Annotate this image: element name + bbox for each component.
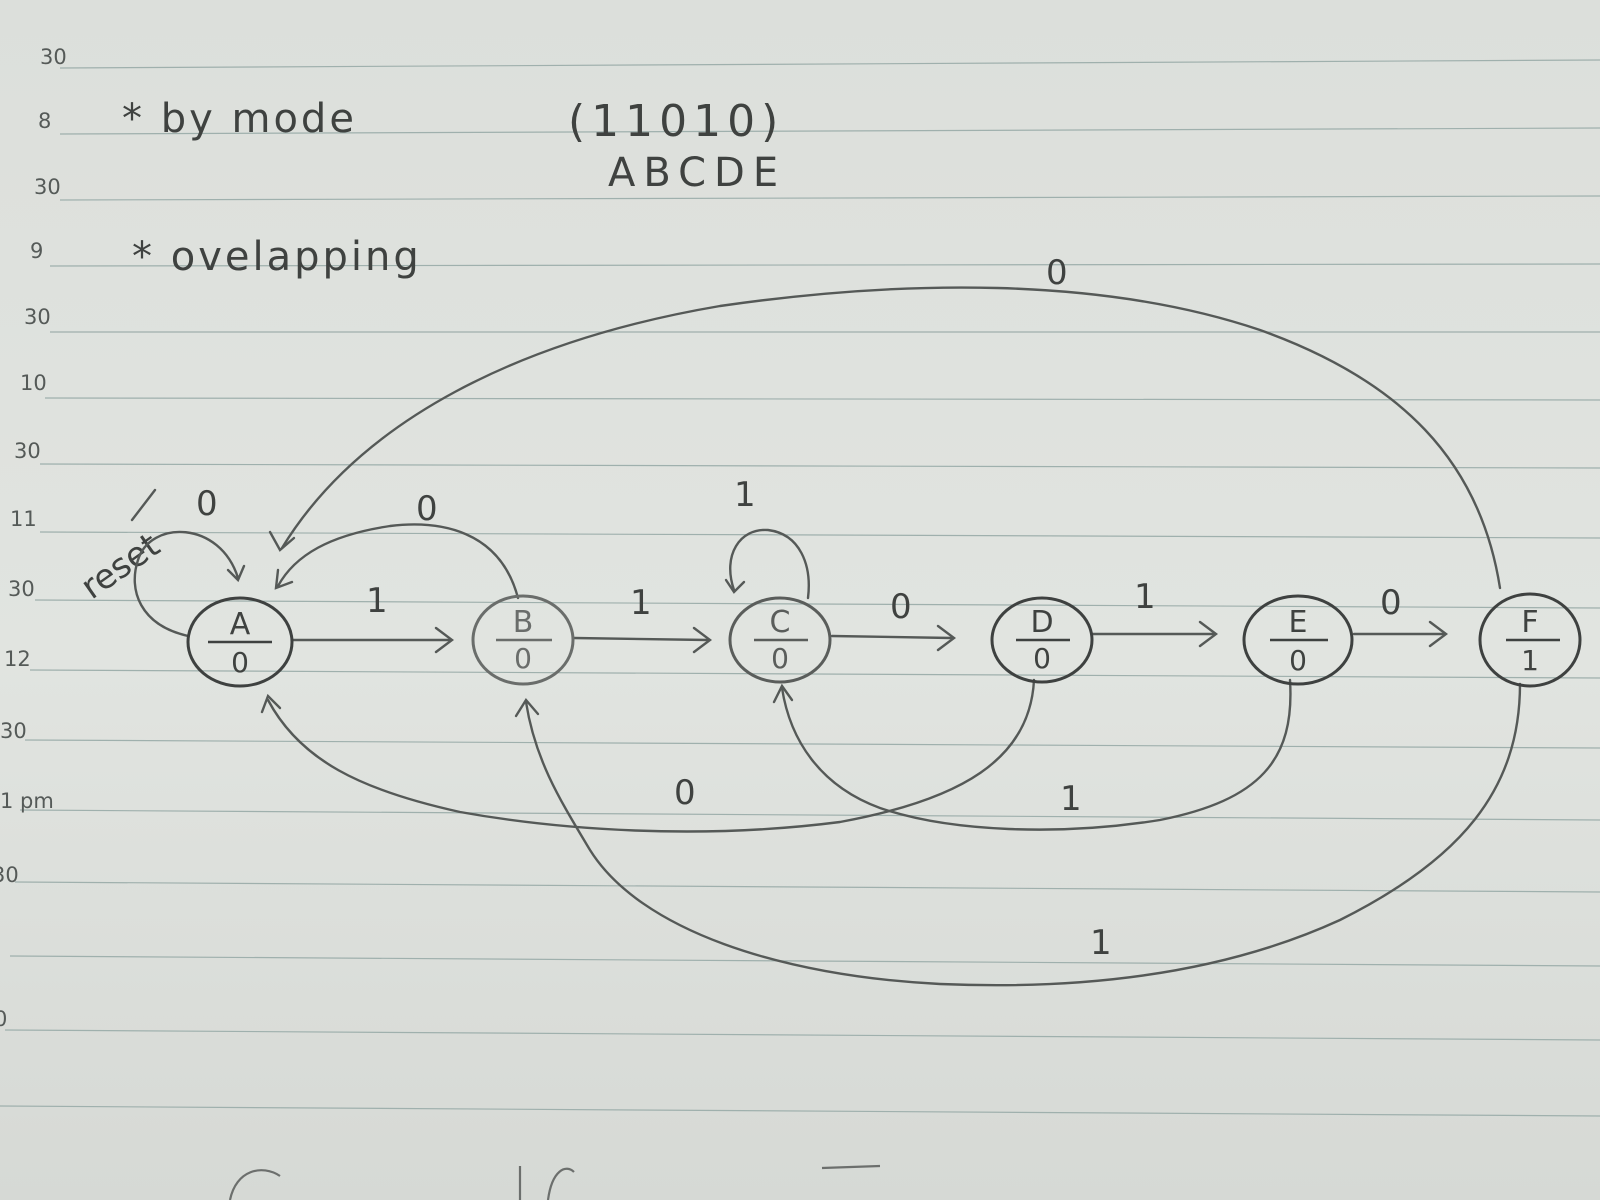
state-output: 0 [231,646,249,679]
state-e: E 0 [1242,594,1354,686]
state-b: B 0 [471,594,575,686]
state-name: E [1289,605,1308,640]
state-name: A [230,607,251,642]
label-c-self: 1 [734,475,756,515]
reset-arrow [130,488,157,522]
state-circle [1242,594,1354,686]
arrowhead [724,578,746,594]
label-f-b: 1 [1090,923,1112,963]
note-by-mode: * by mode [122,96,357,142]
state-output: 0 [514,642,532,675]
margin-time-label: 1 pm [0,789,54,813]
arrowhead [692,626,712,654]
label-c-d: 0 [890,587,912,627]
state-f: F 1 [1478,592,1582,688]
label-f-a: 0 [1046,253,1068,293]
margin-time-label: 30 [24,305,51,329]
state-circle [186,596,294,688]
label-b-a: 0 [416,489,438,529]
arrowhead [226,564,246,583]
reset-label: reset [74,525,167,607]
state-circle [471,594,575,686]
margin-time-label: 30 [14,439,41,463]
edge-b-c [572,636,710,642]
arrowhead [514,697,540,718]
edge-a-self [133,530,240,638]
label-e-f: 0 [1380,583,1402,623]
state-circle [1478,592,1582,688]
state-name: D [1030,605,1053,640]
state-name: B [513,605,534,640]
state-output: 1 [1521,644,1539,677]
sequence-letters: ABCDE [608,150,786,196]
state-a: A 0 [186,596,294,688]
arrowhead [936,624,956,652]
margin-time-label: 9 [30,239,43,263]
label-e-c: 1 [1060,779,1082,819]
arrowhead [434,626,454,654]
edge-d-a [266,678,1036,833]
margin-time-label: 8 [38,109,51,133]
arrowhead [1198,620,1218,648]
edge-f-a [280,286,1502,590]
bottom-scribble [821,1164,881,1170]
margin-time-label: 11 [10,507,37,531]
arrowhead [268,530,296,552]
edge-f-b [524,682,1522,987]
margin-time-label: 30 [34,175,61,199]
bottom-scribble [518,1166,575,1200]
margin-time-labels: 30 8 30 9 30 10 30 11 30 12 30 1 pm 30 0 [0,45,67,1031]
state-circle [728,596,832,684]
label-a-self: 0 [196,484,218,524]
sequence-bits: (11010) [568,96,784,147]
edge-c-d [830,634,954,640]
label-b-c: 1 [630,583,652,623]
state-c: C 0 [728,596,832,684]
state-output: 0 [1289,644,1307,677]
state-name: C [770,605,791,640]
state-output: 0 [771,642,789,675]
state-output: 0 [1033,642,1051,675]
label-a-b: 1 [366,581,388,621]
margin-time-label: 30 [0,719,27,743]
label-d-a: 0 [674,773,696,813]
margin-time-label: 10 [20,371,47,395]
state-d: D 0 [990,596,1094,684]
margin-time-label: 30 [0,863,19,887]
edge-c-self [729,528,810,600]
edge-e-c [780,678,1292,831]
arrowhead [260,693,282,714]
note-overlapping: * ovelapping [132,234,422,280]
label-d-e: 1 [1134,577,1156,617]
arrowhead [274,568,294,590]
arrowhead [1428,620,1448,648]
margin-time-label: 12 [4,647,31,671]
ruled-lines [0,59,1600,1117]
margin-time-label: 30 [8,577,35,601]
arrowhead [772,683,794,704]
state-circle [990,596,1094,684]
margin-time-label: 30 [40,45,67,69]
bottom-scribble [228,1169,281,1200]
margin-time-label: 0 [0,1007,7,1031]
edge-b-a [276,523,520,600]
state-name: F [1521,605,1538,640]
